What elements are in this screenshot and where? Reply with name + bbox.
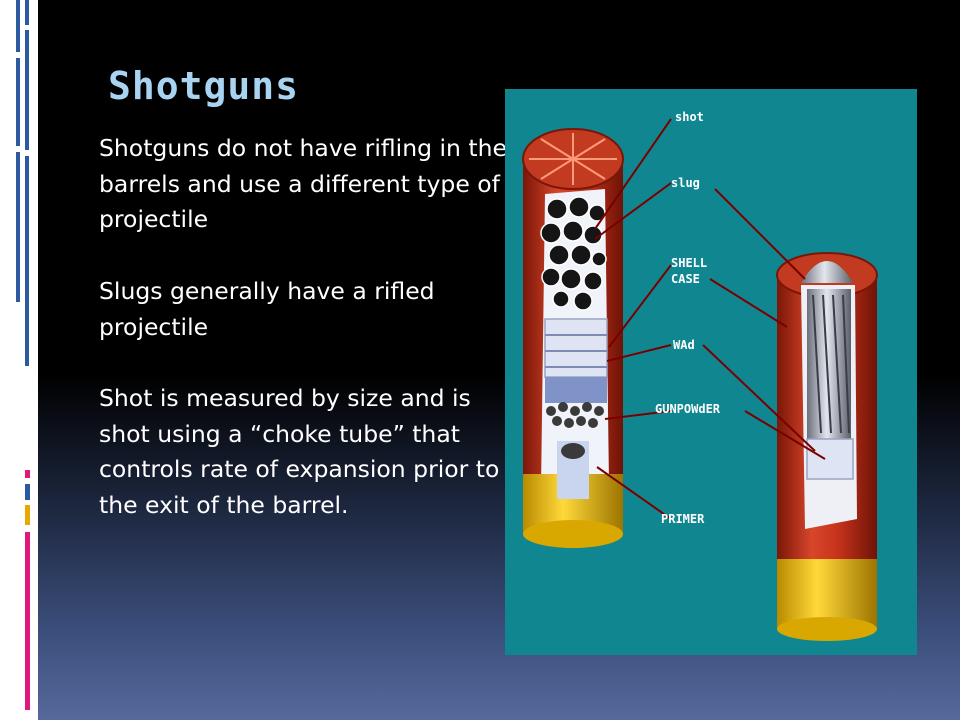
slug-shell — [776, 252, 878, 641]
body-paragraph: Shotguns do not have rifling in the barr… — [99, 134, 507, 234]
label-primer: PRIMER — [661, 512, 705, 526]
accent-stripe — [16, 152, 20, 302]
leader-lines — [594, 118, 826, 520]
accent-stripe — [16, 0, 20, 52]
gunpowder-grains — [546, 402, 604, 428]
slide-body: Shotguns do not have rifling in the barr… — [99, 131, 507, 524]
body-paragraph: Shot is measured by size and is shot usi… — [99, 383, 500, 519]
accent-stripe — [25, 30, 29, 150]
label-shell: SHELL — [671, 256, 707, 270]
shot-pellets — [540, 196, 607, 311]
label-wad: WAd — [673, 338, 695, 352]
label-slug: slug — [671, 176, 700, 190]
shell-illustration: shot slug SHELL CASE WAd GUNPOWdER PRIME… — [522, 110, 878, 641]
shotgun-shell-diagram: shot slug SHELL CASE WAd GUNPOWdER PRIME… — [505, 89, 917, 655]
shot-shell — [522, 128, 624, 548]
accent-stripe — [25, 470, 30, 478]
label-shot: shot — [675, 110, 704, 124]
accent-stripe — [16, 58, 20, 146]
slug-rifling — [812, 294, 850, 434]
label-gunpowder: GUNPOWdER — [655, 402, 721, 416]
accent-stripe — [25, 532, 30, 710]
label-case: CASE — [671, 272, 700, 286]
accent-stripe — [25, 484, 30, 500]
body-paragraph: Slugs generally have a rifled projectile — [99, 276, 435, 341]
accent-stripe — [25, 0, 29, 25]
accent-stripe — [25, 156, 29, 366]
wad-lines — [545, 334, 607, 368]
accent-stripe — [25, 505, 30, 525]
slide-title: Shotguns — [108, 64, 300, 108]
crimp-star — [529, 133, 617, 185]
